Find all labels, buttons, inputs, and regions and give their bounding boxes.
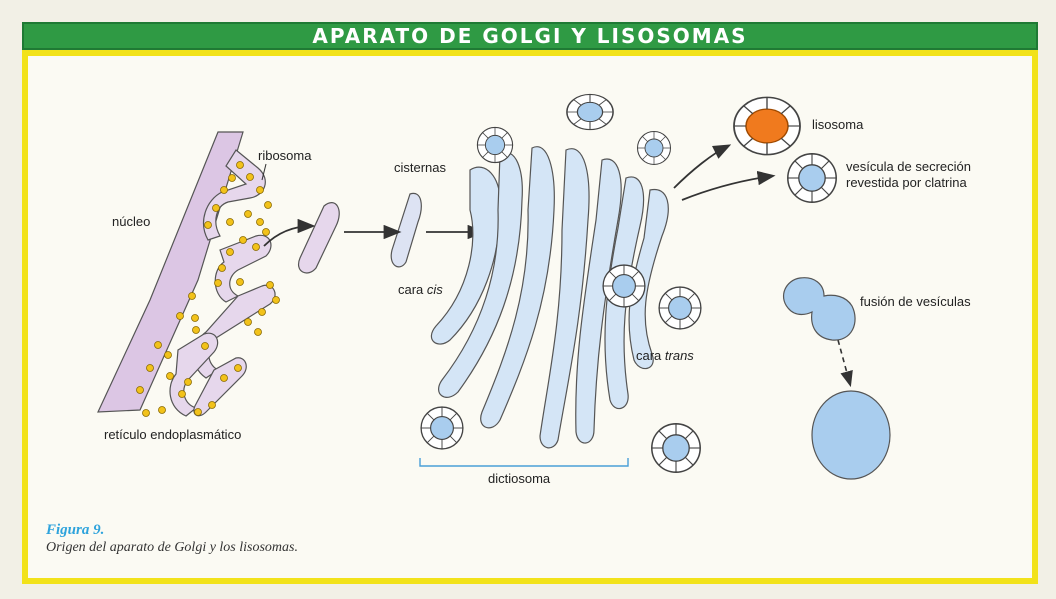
arrow-to-lysosome xyxy=(674,146,728,188)
coated-vesicle xyxy=(638,132,671,165)
label-dictiosoma: dictiosoma xyxy=(488,471,551,486)
figure-caption: Figura 9. Origen del aparato de Golgi y … xyxy=(46,521,298,557)
arrow-to-secretion-vesicle xyxy=(682,176,772,200)
label-cisternas: cisternas xyxy=(394,160,447,175)
arrow-fusion-dashed xyxy=(838,340,850,384)
coated-vesicle xyxy=(652,424,700,472)
label-cara-cis: cara cis xyxy=(398,282,443,297)
coated-vesicle xyxy=(421,407,463,449)
coated-vesicle xyxy=(659,287,701,329)
fused-vesicle xyxy=(812,391,890,479)
label-cara-trans: cara trans xyxy=(636,348,694,363)
coated-vesicle xyxy=(567,94,613,129)
label-reticulo: retículo endoplasmático xyxy=(104,427,241,442)
label-ribosoma: ribosoma xyxy=(258,148,312,163)
coated-vesicle xyxy=(477,127,512,162)
label-fusion: fusión de vesículas xyxy=(860,294,971,309)
transition-vesicle xyxy=(391,193,421,267)
label-vesicula-line1: vesícula de secreción xyxy=(846,159,971,174)
label-nucleo: núcleo xyxy=(112,214,150,229)
caption-text: Origen del aparato de Golgi y los lisoso… xyxy=(46,539,298,557)
transport-vesicle xyxy=(299,203,340,273)
coated-vesicle xyxy=(603,265,645,307)
secretion-vesicle xyxy=(788,154,836,202)
caption-title: Figura 9. xyxy=(46,521,298,539)
lysosome xyxy=(734,97,800,154)
label-vesicula-line2: revestida por clatrina xyxy=(846,175,967,190)
dictiosoma-bracket xyxy=(420,458,628,466)
label-lisosoma: lisosoma xyxy=(812,117,864,132)
fusing-vesicles xyxy=(784,278,856,340)
